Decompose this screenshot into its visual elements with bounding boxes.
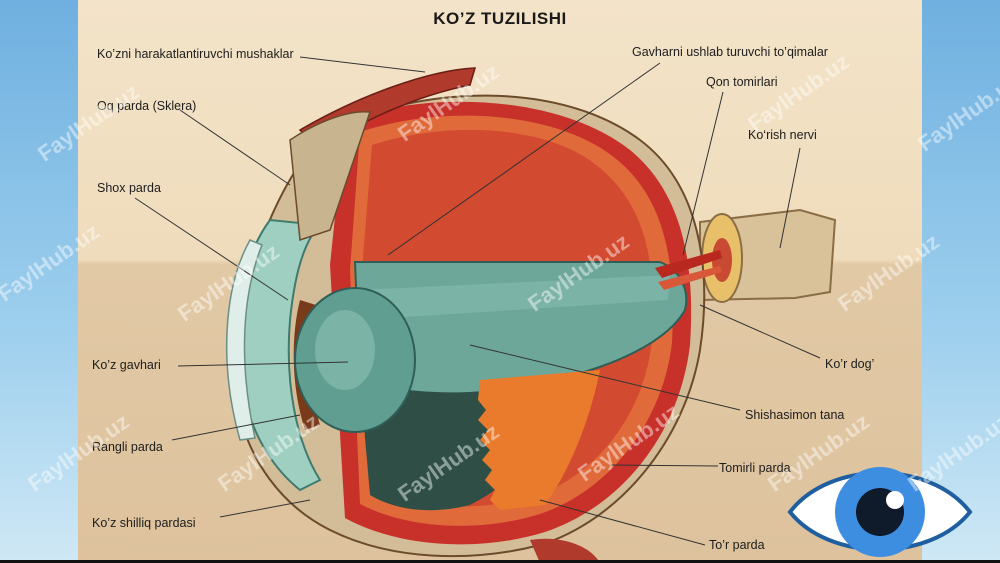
eye-muscles [289, 67, 477, 242]
optic-nerve [699, 208, 837, 303]
leader-lines [134, 56, 821, 546]
label-muscles: Ko’zni harakatlantiruvchi mushaklar [97, 47, 294, 61]
label-lens: Ko’z gavhari [92, 358, 161, 372]
cornea [226, 218, 323, 492]
retina-layer [478, 370, 600, 510]
label-vitreous: Shishasimon tana [745, 408, 845, 422]
bottom-muscle [530, 538, 600, 563]
eye-icon [787, 467, 973, 557]
blood-vessels [655, 250, 722, 290]
label-ligaments: Gavharni ushlab turuvchi to’qimalar [632, 45, 828, 59]
label-conjunctiva: Ko’z shilliq pardasi [92, 516, 196, 530]
lens [294, 287, 416, 433]
diagram-title: KO’Z TUZILISHI [433, 9, 567, 28]
label-cornea: Shox parda [97, 181, 161, 195]
label-retina: To’r parda [709, 538, 765, 552]
bottom-border [0, 560, 1000, 563]
left-background-panel [0, 0, 78, 563]
right-background-panel [922, 0, 1000, 563]
label-choroid: Tomirli parda [719, 461, 791, 475]
label-optic-nerve: Ko‘rish nervi [748, 128, 817, 142]
label-vessels: Qon tomirlari [706, 75, 778, 89]
label-sclera: Oq parda (Sklera) [97, 99, 197, 113]
label-iris: Rangli parda [92, 440, 163, 454]
label-blind-spot: Ko’r dog’ [825, 357, 875, 371]
